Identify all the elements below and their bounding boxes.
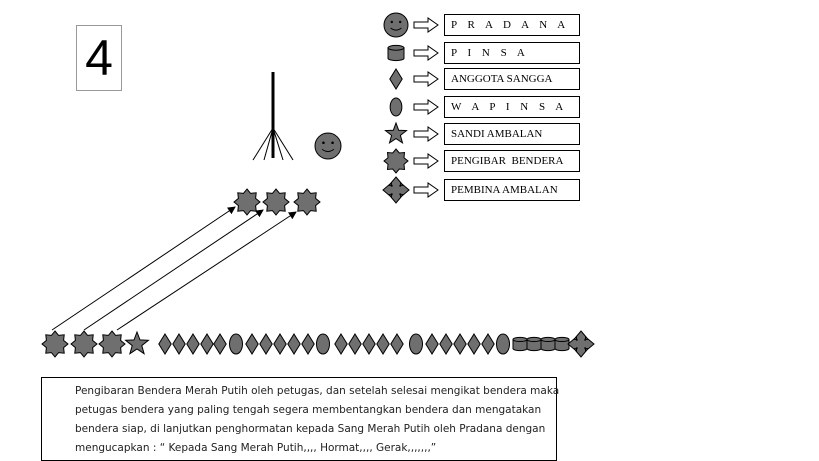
four-arrow-icon (567, 330, 595, 358)
diamond-icon (376, 333, 390, 355)
legend-label-pradana: P R A D A N A (444, 14, 580, 36)
legend-arrow-icon (413, 45, 439, 61)
march-arrow (51, 206, 236, 331)
legend-arrow-icon (413, 71, 439, 87)
cylinder-icon (554, 336, 570, 352)
legend-text: PENGIBAR BENDERA (451, 155, 564, 167)
seal-icon (70, 330, 98, 358)
description-line: Pengibaran Bendera Merah Putih oleh petu… (75, 385, 560, 397)
legend-text: ANGGOTA SANGGA (451, 73, 553, 85)
legend-label-sandi-ambalan: SANDI AMBALAN (444, 123, 580, 145)
diamond-icon (481, 333, 495, 355)
diamond-icon (186, 333, 200, 355)
legend-text: P I N S A (451, 47, 529, 59)
legend-text: SANDI AMBALAN (451, 128, 543, 140)
legend-label-pinsa: P I N S A (444, 42, 580, 64)
step-number: 4 (85, 30, 113, 86)
oval-icon (409, 333, 423, 355)
legend-label-pengibar-bendera: PENGIBAR BENDERA (444, 150, 580, 172)
diamond-icon (439, 333, 453, 355)
seal-icon (293, 188, 321, 216)
march-arrow (116, 211, 297, 331)
diamond-icon (362, 333, 376, 355)
description-line: bendera siap, di lanjutkan penghormatan … (75, 423, 546, 435)
flagpole (252, 72, 294, 161)
oval-icon (229, 333, 243, 355)
diamond-icon (425, 333, 439, 355)
diamond-icon (213, 333, 227, 355)
cylinder-icon (512, 336, 528, 352)
march-arrow (83, 209, 264, 331)
diamond-icon (389, 68, 403, 90)
diamond-icon (245, 333, 259, 355)
description-line: mengucapkan : “ Kepada Sang Merah Putih,… (75, 442, 437, 454)
oval-icon (496, 333, 510, 355)
oval-icon (389, 97, 403, 117)
step-number-card: 4 (76, 25, 122, 91)
star-icon (384, 121, 408, 145)
seal-icon (383, 148, 409, 174)
cylinder-icon (387, 44, 405, 62)
diamond-icon (200, 333, 214, 355)
seal-icon (233, 188, 261, 216)
diamond-icon (467, 333, 481, 355)
description-box: Pengibaran Bendera Merah Putih oleh petu… (41, 377, 560, 461)
legend-arrow-icon (413, 126, 439, 142)
legend-arrow-icon (413, 182, 439, 198)
seal-icon (262, 188, 290, 216)
diamond-icon (259, 333, 273, 355)
seal-icon (98, 330, 126, 358)
diamond-icon (301, 333, 315, 355)
diamond-icon (390, 333, 404, 355)
legend-label-anggota-sangga: ANGGOTA SANGGA (444, 68, 580, 90)
legend-arrow-icon (413, 17, 439, 33)
diamond-icon (158, 333, 172, 355)
description-line: petugas bendera yang paling tengah seger… (75, 404, 542, 416)
oval-icon (316, 333, 330, 355)
cylinder-icon (540, 336, 556, 352)
diamond-icon (172, 333, 186, 355)
legend-label-wapinsa: W A P I N S A (444, 96, 580, 118)
legend-text: PEMBINA AMBALAN (451, 184, 558, 196)
legend-text: W A P I N S A (451, 101, 568, 113)
diamond-icon (453, 333, 467, 355)
smiley-icon (314, 132, 342, 160)
star-icon (124, 330, 150, 355)
cylinder-icon (526, 336, 542, 352)
smiley-icon (383, 12, 409, 38)
legend-text: P R A D A N A (451, 19, 570, 31)
legend-arrow-icon (413, 153, 439, 169)
legend-arrow-icon (413, 99, 439, 115)
legend-label-pembina-ambalan: PEMBINA AMBALAN (444, 179, 580, 201)
diamond-icon (348, 333, 362, 355)
diamond-icon (273, 333, 287, 355)
four-arrow-icon (382, 176, 410, 204)
diamond-icon (287, 333, 301, 355)
seal-icon (41, 330, 69, 358)
diamond-icon (334, 333, 348, 355)
